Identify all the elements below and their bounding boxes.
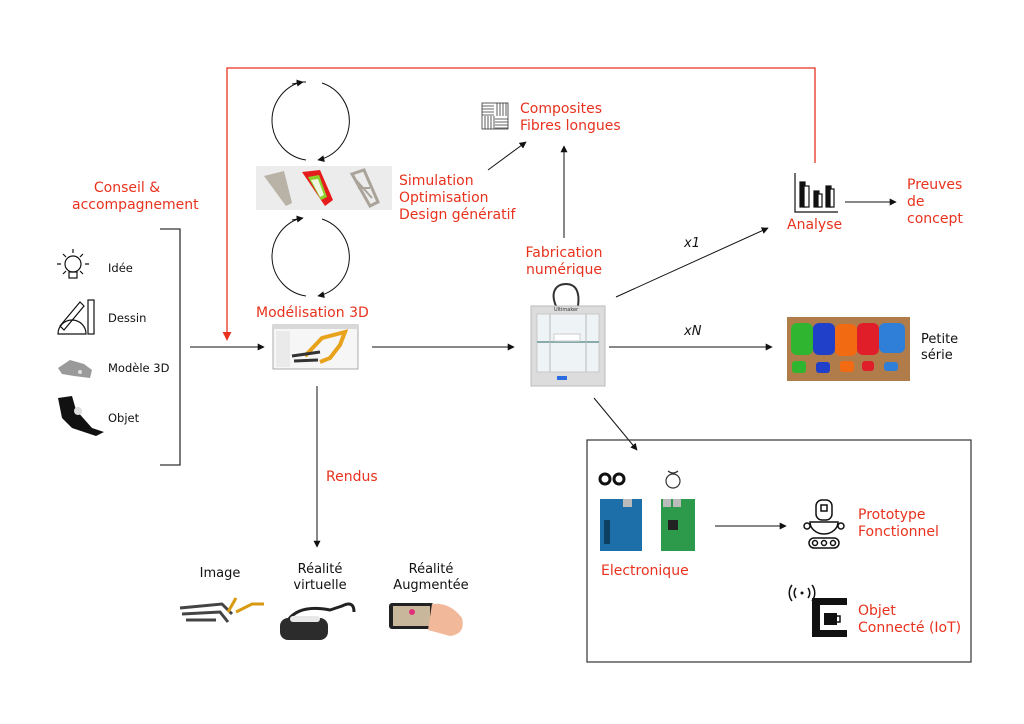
electronics-box (586, 439, 972, 663)
fabrication-line-2: numérique (525, 262, 602, 278)
electronics-label: Electronique (601, 563, 689, 579)
input-item-dessin: Dessin (108, 311, 147, 325)
render-ar-line-2: Augmentée (393, 578, 469, 593)
inputs-bracket (160, 228, 181, 466)
feedback-loop-line (222, 67, 816, 341)
iteration-cycle-bottom (271, 217, 350, 299)
composites-label: Composites Fibres longues (520, 101, 621, 135)
small-series-label: Petite série (921, 332, 958, 364)
render-image (179, 597, 264, 623)
render-item-image: Image (190, 566, 250, 582)
iot-line-1: Objet (858, 603, 896, 619)
proof-line-1: Preuves (907, 177, 963, 193)
connected-coffee-machine-icon (788, 584, 847, 637)
prototype-line-1: Prototype (858, 507, 926, 523)
modeling-label: Modélisation 3D (256, 305, 369, 321)
input-item-objet: Objet (108, 411, 140, 425)
small-series-line-2: série (921, 348, 953, 363)
arduino-logo-icon (598, 472, 626, 486)
small-series-image (787, 317, 910, 381)
arrow-to-electronics (593, 397, 638, 451)
render-item-vr: Réalité virtuelle (282, 562, 358, 594)
prototype-label: Prototype Fonctionnel (858, 507, 939, 541)
small-series-line-1: Petite (921, 332, 959, 347)
input-item-modele-3d: Modèle 3D (108, 361, 170, 375)
x1-label: x1 (684, 236, 700, 251)
xn-label: xN (684, 324, 702, 339)
simulation-line-2: Optimisation (399, 190, 489, 206)
iot-label: Objet Connecté (IoT) (858, 603, 961, 637)
iot-line-2: Connecté (IoT) (858, 620, 962, 636)
proof-line-2: de (907, 194, 925, 210)
object-icon (58, 396, 104, 436)
simulation-line-1: Simulation (399, 173, 474, 189)
vr-headset-image (280, 602, 356, 640)
render-item-ar: Réalité Augmentée (385, 562, 477, 594)
simulation-image (256, 166, 392, 210)
cycle-top-arrow (291, 79, 304, 87)
lightbulb-icon (57, 249, 89, 279)
analysis-chart-icon (794, 173, 838, 213)
render-image-label: Image (199, 566, 241, 581)
composites-line-2: Fibres longues (520, 118, 621, 134)
proof-line-3: concept (907, 211, 963, 227)
simulation-line-3: Design génératif (399, 207, 516, 223)
3d-printer-image (530, 282, 606, 387)
pencil-ruler-icon (57, 299, 95, 335)
fabrication-line-1: Fabrication (525, 245, 603, 261)
cycle-bottom-arrow (291, 215, 304, 223)
input-item-idee: Idée (108, 261, 133, 275)
render-vr-line-2: virtuelle (293, 578, 347, 593)
renders-label: Rendus (326, 469, 378, 485)
simulation-label: Simulation Optimisation Design génératif (399, 173, 515, 224)
robot-prototype-icon (803, 499, 845, 549)
analysis-label: Analyse (787, 217, 843, 233)
inputs-title: Conseil & accompagnement (62, 180, 199, 214)
3d-model-icon (58, 360, 92, 378)
raspberry-pi-board-image (661, 499, 695, 551)
arduino-board-image (600, 499, 642, 551)
render-vr-line-1: Réalité (297, 562, 343, 577)
ar-phone-image (389, 603, 463, 636)
printer-brand: Ultimaker (554, 307, 579, 313)
fabrication-label: Fabrication numérique (508, 245, 620, 279)
prototype-line-2: Fonctionnel (858, 524, 939, 540)
proof-of-concept-label: Preuves de concept (907, 177, 963, 228)
composites-line-1: Composites (520, 101, 603, 117)
render-ar-line-1: Réalité (408, 562, 454, 577)
modeling-screenshot (272, 324, 359, 370)
composites-icon (481, 102, 509, 130)
inputs-title-text: Conseil & accompagnement (72, 180, 199, 213)
raspberry-pi-logo-icon (665, 470, 681, 489)
arrow-x1-to-analysis (615, 227, 769, 298)
iteration-cycle-top (271, 81, 350, 163)
arrow-sim-to-composites (487, 141, 527, 171)
